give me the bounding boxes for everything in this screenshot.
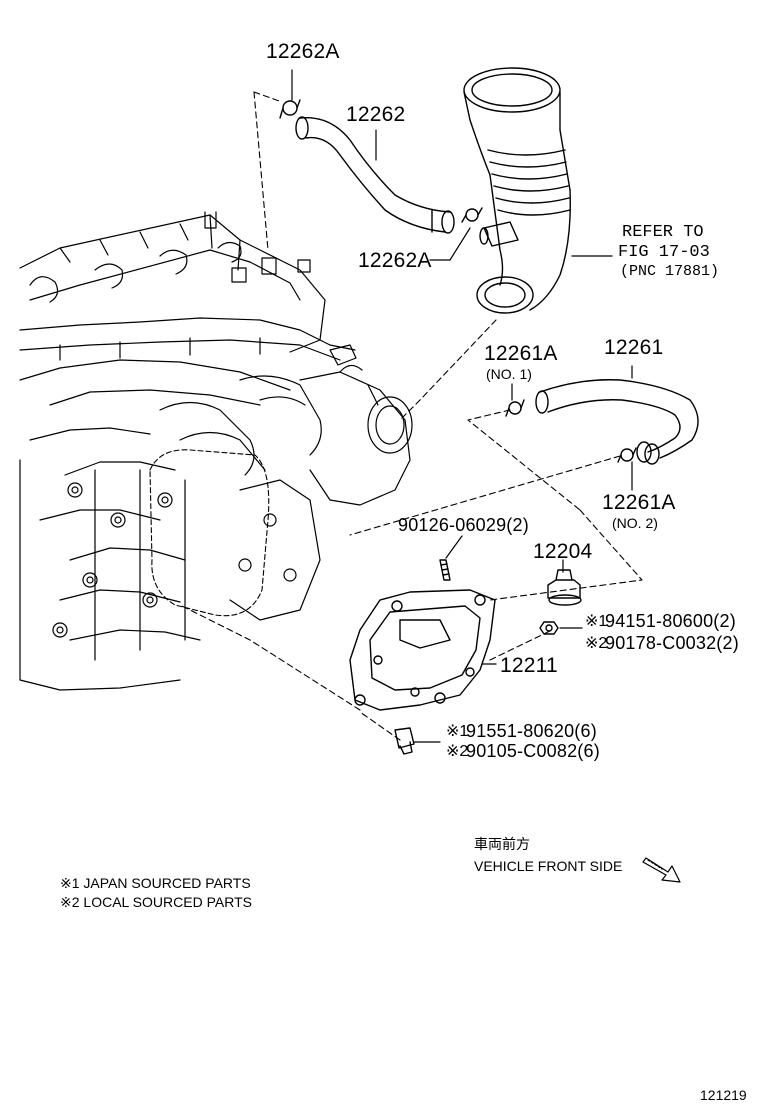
note-local-sourced: ※2 LOCAL SOURCED PARTS: [60, 894, 252, 910]
gasket-outline: [149, 449, 270, 617]
refer-to-line2: FIG 17-03: [618, 243, 710, 262]
stud-90126: [439, 559, 451, 581]
callout-12204: 12204: [533, 540, 593, 563]
callout-12262A-top: 12262A: [266, 40, 340, 63]
refer-to-line3: (PNC 17881): [620, 263, 720, 280]
direction-japanese: 車両前方: [474, 837, 530, 853]
callout-91551: 91551-80620(6): [466, 721, 597, 741]
mark-1-b: ※1: [446, 723, 469, 740]
bolt-91551: [394, 727, 415, 755]
illustration-id: 121219: [700, 1087, 747, 1103]
callout-12211: 12211: [500, 654, 558, 677]
mark-2-b: ※2: [446, 743, 469, 760]
leader-lines: [291, 69, 633, 743]
hose-12262: [279, 99, 483, 234]
mark-1-a: ※1: [585, 613, 608, 630]
refer-to-line1: REFER TO: [622, 223, 704, 242]
callout-12261A-no2: 12261A: [602, 491, 676, 514]
front-direction-arrow: [642, 857, 681, 883]
callout-90105: 90105-C0082(6): [466, 741, 600, 761]
callout-90178: 90178-C0032(2): [605, 633, 739, 653]
callout-12261A-no1: 12261A: [484, 342, 558, 365]
callout-94151: 94151-80600(2): [605, 611, 736, 631]
water-outlet-12211: [349, 589, 496, 711]
callout-no1: (NO. 1): [486, 366, 532, 382]
mark-2-a: ※2: [585, 635, 608, 652]
air-intake-hose: [463, 67, 571, 314]
engine-block-illustration: [19, 211, 413, 691]
direction-english: VEHICLE FRONT SIDE: [474, 858, 623, 874]
callout-12261: 12261: [604, 336, 664, 359]
note-japan-sourced: ※1 JAPAN SOURCED PARTS: [60, 875, 251, 891]
sensor-12204: [547, 569, 582, 606]
callout-12262: 12262: [346, 103, 406, 126]
assembly-lines: [179, 91, 643, 741]
nut-94151: [539, 621, 559, 635]
callout-no2: (NO. 2): [612, 515, 658, 531]
callout-12262A-mid: 12262A: [358, 249, 432, 272]
hose-12261: [505, 379, 699, 465]
callout-90126: 90126-06029(2): [398, 515, 529, 535]
